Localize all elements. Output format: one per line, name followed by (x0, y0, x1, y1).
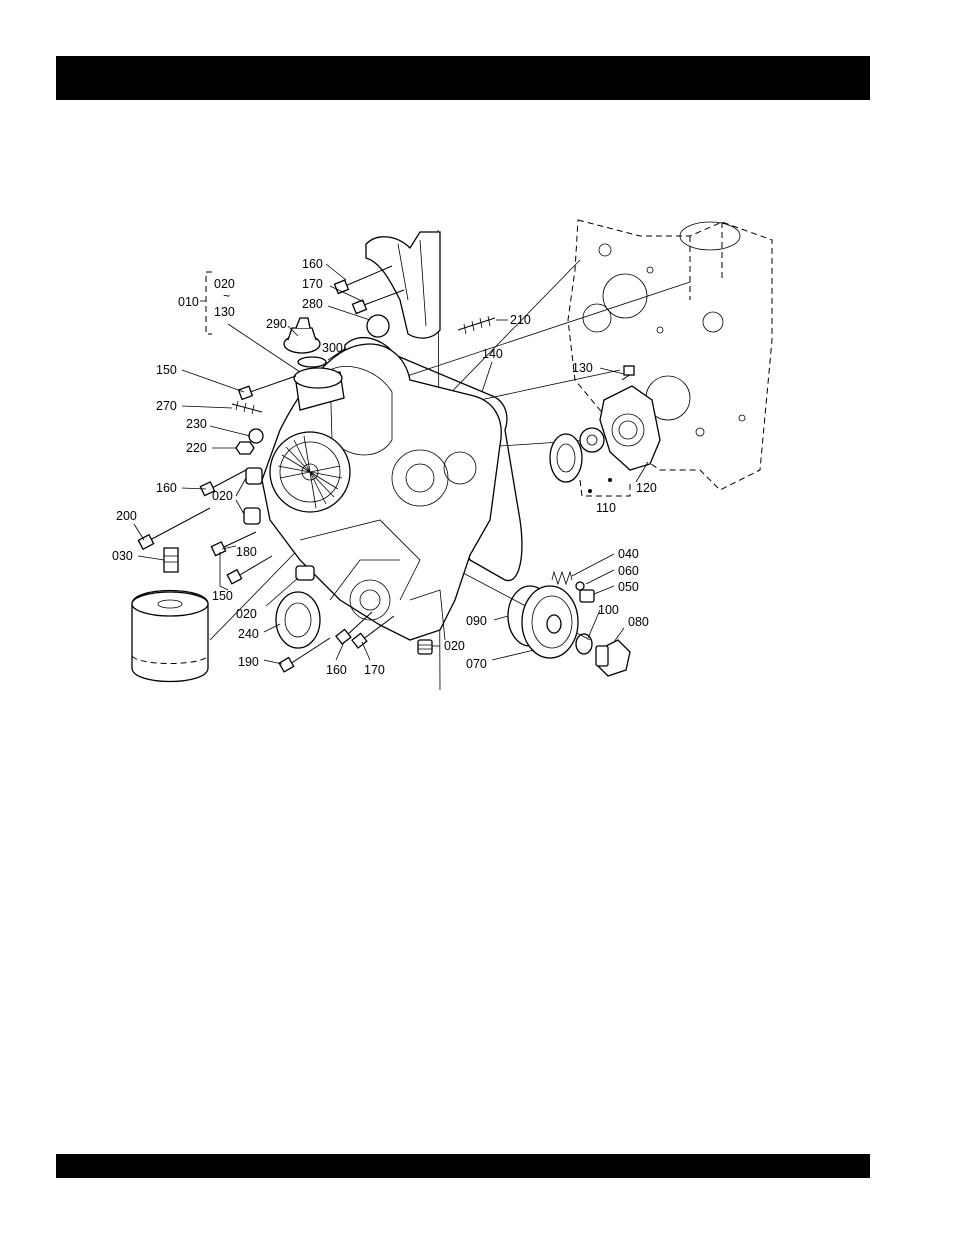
callout-150-top: 150 (156, 363, 177, 377)
footer-bar (56, 1154, 870, 1178)
callout-060: 060 (618, 564, 639, 578)
group-bracket (206, 272, 212, 334)
callout-160-mid: 160 (156, 481, 177, 495)
callout-020-bot: 020 (444, 639, 465, 653)
callout-090: 090 (466, 614, 487, 628)
callout-100: 100 (598, 603, 619, 617)
callout-180: 180 (236, 545, 257, 559)
callout-280: 280 (302, 297, 323, 311)
callout-020-mid: 020 (212, 489, 233, 503)
callout-070: 070 (466, 657, 487, 671)
oil-pump (550, 386, 660, 496)
callout-130-range: 130 (214, 305, 235, 319)
callout-030: 030 (112, 549, 133, 563)
callout-170-bot: 170 (364, 663, 385, 677)
callout-200: 200 (116, 509, 137, 523)
callout-190: 190 (238, 655, 259, 669)
callout-080: 080 (628, 615, 649, 629)
callout-120: 120 (636, 481, 657, 495)
callout-130: 130 (572, 361, 593, 375)
oil-filler-cap (284, 318, 320, 353)
callout-040: 040 (618, 547, 639, 561)
callout-300: 300 (322, 341, 343, 355)
callout-range-sep: ~ (223, 289, 230, 303)
callout-290: 290 (266, 317, 287, 331)
front-cover (270, 432, 350, 512)
callout-140: 140 (482, 347, 503, 361)
callout-160-top: 160 (302, 257, 323, 271)
plug-280 (367, 315, 389, 337)
callout-110: 110 (596, 501, 616, 515)
callout-050: 050 (618, 580, 639, 594)
oil-seal (276, 592, 320, 648)
callout-220: 220 (186, 441, 207, 455)
callout-270: 270 (156, 399, 177, 413)
callout-210: 210 (510, 313, 531, 327)
o-ring-300 (298, 357, 326, 367)
callout-240: 240 (238, 627, 259, 641)
callout-010: 010 (178, 295, 199, 309)
callout-230: 230 (186, 417, 207, 431)
callout-160-bot: 160 (326, 663, 347, 677)
callout-150-low: 150 (212, 589, 233, 603)
crank-pulley (508, 586, 578, 658)
callout-170-top: 170 (302, 277, 323, 291)
callout-020-low: 020 (236, 607, 257, 621)
oil-filter (132, 548, 208, 682)
